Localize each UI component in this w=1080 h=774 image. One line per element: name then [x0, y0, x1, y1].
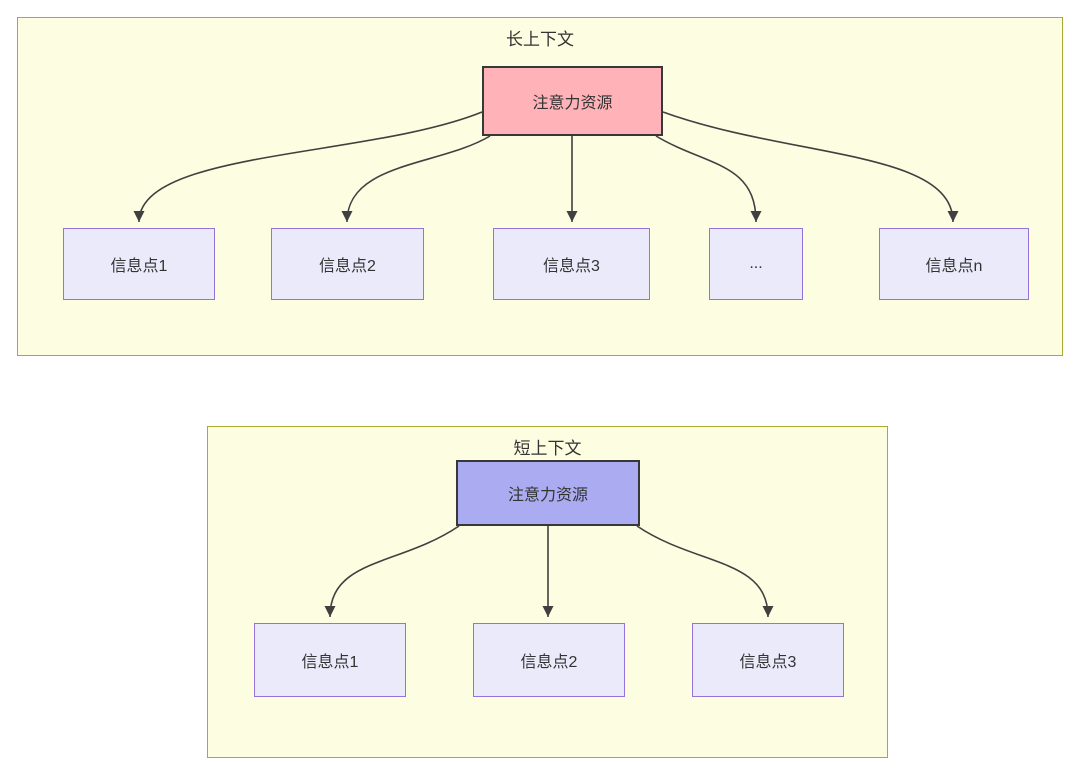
info-node: 信息点1: [254, 623, 406, 697]
long-context-title: 长上下文: [506, 30, 574, 49]
info-node-ellipsis: ...: [709, 228, 803, 300]
info-node: 信息点2: [271, 228, 424, 300]
short-attention-resource-node: 注意力资源: [456, 460, 640, 526]
info-node: 信息点1: [63, 228, 215, 300]
info-node: 信息点3: [493, 228, 650, 300]
info-node: 信息点n: [879, 228, 1029, 300]
info-node: 信息点3: [692, 623, 844, 697]
info-node: 信息点2: [473, 623, 625, 697]
long-attention-resource-node: 注意力资源: [482, 66, 663, 136]
short-context-title: 短上下文: [513, 439, 582, 458]
